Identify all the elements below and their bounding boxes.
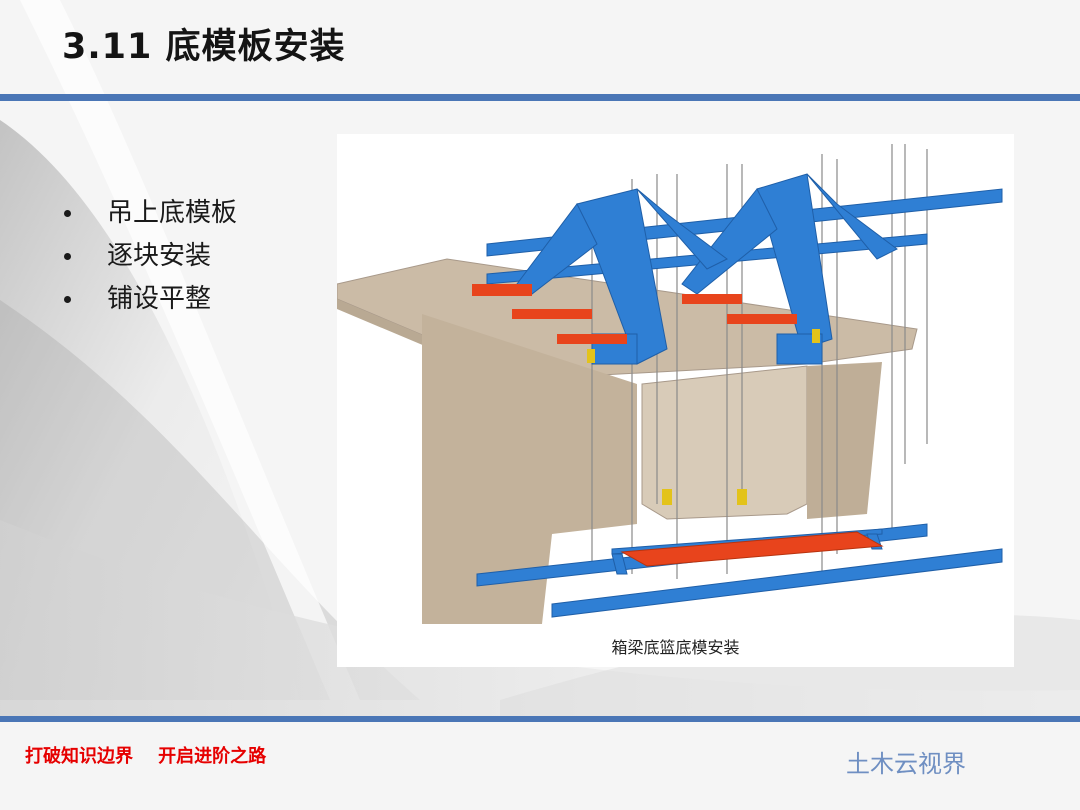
box-girder-drawing: .	[337, 134, 1003, 624]
bullet-item: 吊上底模板	[64, 192, 237, 235]
footer-brand: 土木云视界	[846, 750, 966, 778]
hanger-clamps	[587, 329, 820, 505]
bullet-item: 逐块安装	[64, 235, 237, 278]
svg-text:.: .	[337, 134, 342, 138]
formwork-illustration: . 箱梁底篮底模安装	[337, 134, 1014, 667]
figure-caption: 箱梁底篮底模安装	[611, 638, 740, 657]
footer-divider	[0, 716, 1080, 722]
red-anchor-pads	[472, 284, 797, 344]
slide-title: 3.11 底模板安装	[62, 27, 346, 67]
footer-slogan: 打破知识边界 开启进阶之路	[25, 746, 267, 767]
bullet-list: 吊上底模板 逐块安装 铺设平整	[64, 192, 237, 321]
bullet-text: 吊上底模板	[107, 198, 238, 228]
bullet-item: 铺设平整	[64, 278, 237, 321]
bullet-dot-icon	[64, 296, 71, 303]
bottom-basket	[476, 523, 1003, 618]
bullet-text: 逐块安装	[107, 241, 212, 271]
girder-right-wall	[807, 362, 882, 519]
bullet-dot-icon	[64, 210, 71, 217]
bullet-dot-icon	[64, 253, 71, 260]
bullet-text: 铺设平整	[107, 284, 212, 314]
girder-web	[422, 314, 637, 624]
title-divider	[0, 94, 1080, 101]
upper-truss	[486, 173, 1003, 365]
bottom-formwork-panel	[620, 531, 884, 567]
